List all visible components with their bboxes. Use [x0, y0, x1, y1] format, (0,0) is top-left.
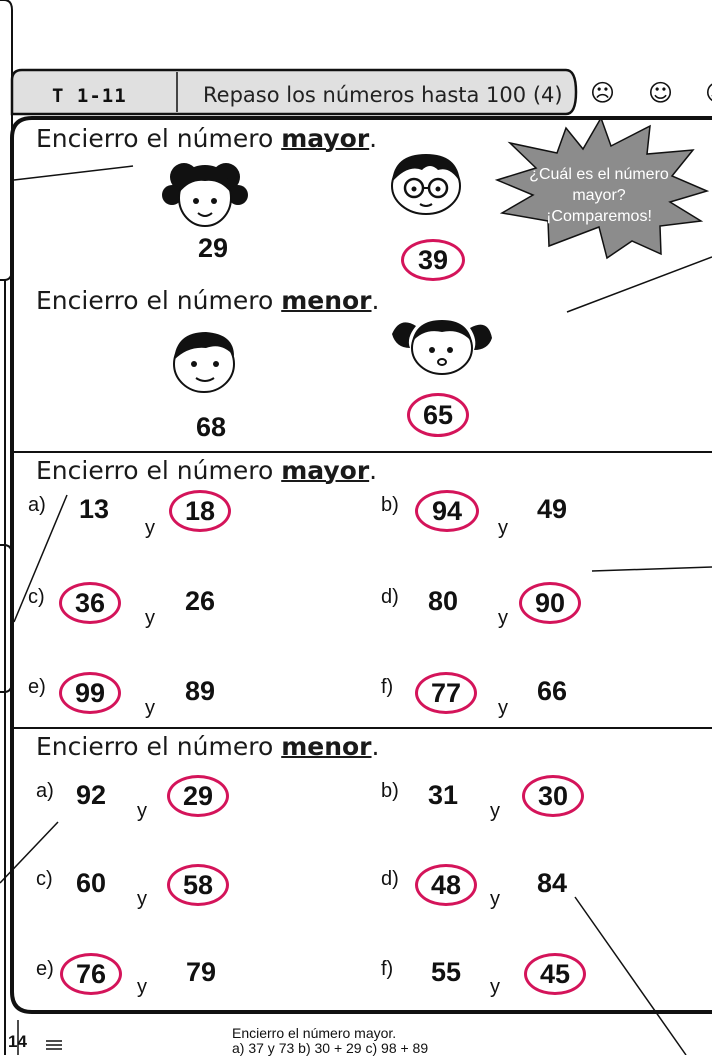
conjunction: y — [145, 607, 155, 629]
item-number: 26 — [185, 586, 216, 616]
conjunction: y — [145, 697, 155, 719]
conjunction: y — [137, 976, 147, 998]
s2-circled-number[interactable]: 65 — [407, 393, 469, 437]
speech-bubble — [494, 116, 710, 260]
s2-left-number: 68 — [196, 412, 227, 442]
lesson-header: T 1-11 Repaso los números hasta 100 (4) … — [12, 68, 712, 114]
section-2-title: Encierro el número menor. — [36, 286, 380, 315]
item-number: 49 — [537, 494, 568, 524]
footer-exercise: Encierro el número mayor. a) 37 y 73 b) … — [232, 1025, 429, 1056]
conjunction: y — [498, 517, 508, 539]
item-circled-number[interactable]: 48 — [415, 864, 477, 906]
item-number: 89 — [185, 676, 216, 706]
item-letter: d) — [381, 868, 399, 890]
item-letter: f) — [381, 958, 394, 980]
item-circled-number[interactable]: 77 — [415, 672, 477, 714]
lesson-title: Repaso los números hasta 100 (4) — [203, 83, 563, 107]
item-circled-number[interactable]: 94 — [415, 490, 479, 532]
s1-circled-number[interactable]: 39 — [401, 239, 465, 281]
conjunction: y — [498, 697, 508, 719]
boy-glasses-face-icon — [391, 154, 461, 215]
neutral-face-icon[interactable]: ☺ — [648, 79, 674, 107]
girl-pigtails-face-icon — [392, 320, 492, 375]
item-number: 55 — [431, 957, 462, 987]
conjunction: y — [498, 607, 508, 629]
girl-face-icon — [162, 163, 248, 227]
conjunction: y — [137, 800, 147, 822]
item-circled-number[interactable]: 36 — [59, 582, 121, 624]
item-circled-number[interactable]: 29 — [167, 775, 229, 817]
item-letter: f) — [381, 676, 394, 698]
item-number: 66 — [537, 676, 568, 706]
item-circled-number[interactable]: 30 — [522, 775, 584, 817]
happy-face-icon[interactable]: ☺ — [705, 81, 712, 105]
page-number: 14 — [8, 1032, 27, 1051]
item-circled-number[interactable]: 18 — [169, 490, 231, 532]
item-number: 92 — [76, 780, 107, 810]
item-number: 60 — [76, 868, 107, 898]
item-letter: d) — [381, 586, 399, 608]
item-letter: a) — [36, 780, 54, 802]
conjunction: y — [490, 976, 500, 998]
item-number: 84 — [537, 868, 568, 898]
item-letter: c) — [36, 868, 53, 890]
conjunction: y — [137, 888, 147, 910]
item-circled-number[interactable]: 76 — [60, 953, 122, 995]
section-4-title: Encierro el número menor. — [36, 732, 380, 761]
item-letter: b) — [381, 780, 399, 802]
item-circled-number[interactable]: 58 — [167, 864, 229, 906]
lesson-code: T 1-11 — [52, 85, 127, 107]
item-number: 79 — [186, 957, 217, 987]
s1-left-number: 29 — [198, 233, 229, 263]
item-letter: e) — [36, 958, 54, 980]
sad-face-icon[interactable]: ☹ — [590, 79, 616, 107]
conjunction: y — [145, 517, 155, 539]
item-letter: b) — [381, 494, 399, 516]
item-number: 31 — [428, 780, 459, 810]
item-number: 80 — [428, 586, 459, 616]
item-number: 13 — [79, 494, 110, 524]
conjunction: y — [490, 800, 500, 822]
section-3-title: Encierro el número mayor. — [36, 456, 378, 485]
item-letter: e) — [28, 676, 46, 698]
item-circled-number[interactable]: 45 — [524, 953, 586, 995]
boy-face-icon — [173, 332, 235, 393]
item-circled-number[interactable]: 99 — [59, 672, 121, 714]
item-circled-number[interactable]: 90 — [519, 582, 581, 624]
conjunction: y — [490, 888, 500, 910]
speech-bubble-text: ¿Cuál es el número mayor? ¡Comparemos! — [529, 166, 669, 225]
item-letter: c) — [28, 586, 45, 608]
section-1-title: Encierro el número mayor. — [36, 124, 378, 153]
item-letter: a) — [28, 494, 46, 516]
